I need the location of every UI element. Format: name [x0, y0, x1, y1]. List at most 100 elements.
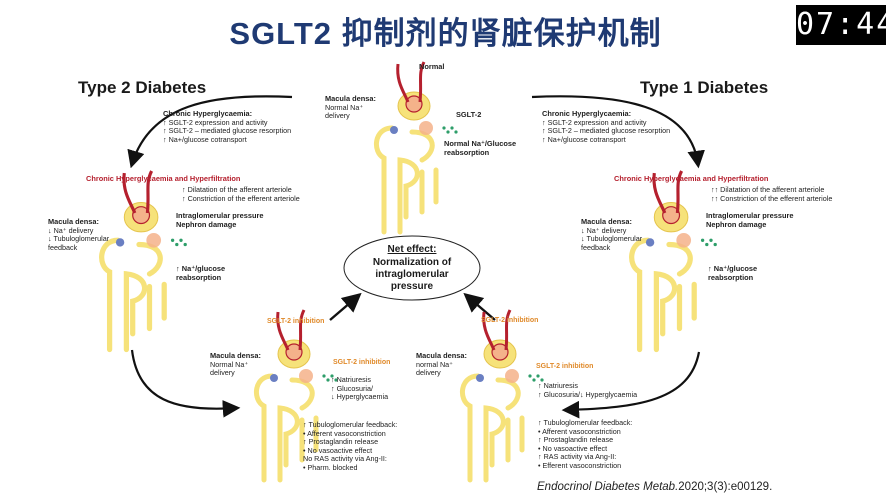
- left-chronic-block: Chronic Hyperglycaemia: ↑ SGLT-2 express…: [163, 109, 292, 145]
- br-effects-block: ↑ Natriuresis ↑ Glucosuria/↓ Hyperglycae…: [538, 381, 638, 399]
- bl-feedback-line: • Pharm. blocked: [303, 462, 358, 472]
- top-nephron-sglt-dot: [450, 126, 454, 130]
- right-chronic-line: ↑ SGLT-2 expression and activity: [542, 117, 647, 127]
- right-macula-line: feedback: [581, 242, 611, 252]
- bl-effect-line: ↑ Glucosuria/: [331, 383, 373, 393]
- t1-nephron-sglt-dot: [713, 242, 717, 247]
- br-nephron-sglt-dot: [540, 378, 544, 382]
- right-pressure-line: Nephron damage: [706, 219, 767, 229]
- bl-inhibition-top: SGLT-2 inhibition: [267, 318, 325, 325]
- left-hyper-line: ↑ Constriction of the efferent arteriole: [182, 193, 300, 203]
- br-inhibition-top: SGLT-2 inhibition: [481, 317, 539, 324]
- left-macula-line: ↓ Na⁺ delivery: [48, 225, 94, 235]
- top-nephron-sglt-dot: [454, 130, 458, 134]
- right-chronic-line: ↑ SGLT-2 – mediated glucose resorption: [542, 126, 671, 136]
- right-macula-block: Macula densa: ↓ Na⁺ delivery ↓ Tubuloglo…: [581, 217, 643, 253]
- br-macula-line: normal Na⁺: [416, 359, 453, 369]
- right-hyper-block: ↑↑ Dilatation of the afferent arteriole …: [711, 185, 833, 203]
- br-inhibition-side: SGLT-2 inhibition: [536, 363, 594, 370]
- top-macula-line: Normal Na⁺: [325, 102, 364, 112]
- net-effect-title: Net effect:: [387, 244, 437, 255]
- br-nephron-tubule: [460, 373, 506, 483]
- left-chronic-line: ↑ SGLT-2 – mediated glucose resorption: [163, 126, 292, 136]
- top-nephron-tubule-blob: [419, 121, 433, 135]
- t2-nephron-sglt-dot: [179, 238, 183, 242]
- br-nephron-tubule-blob: [505, 369, 519, 383]
- left-chronic-line: ↑ Na+/glucose cotransport: [163, 134, 247, 144]
- br-nephron-sglt-dot: [532, 378, 536, 382]
- br-feedback-line: • Efferent vasoconstriction: [538, 460, 622, 470]
- br-nephron-sglt-dot: [528, 374, 532, 378]
- t1-nephron-sglt-dot: [705, 242, 709, 247]
- normal-label: Normal: [419, 62, 445, 71]
- left-pressure-line: Intraglomerular pressure: [176, 211, 264, 220]
- right-hyper-title: Chronic Hyperglycaemia and Hyperfiltrati…: [614, 174, 769, 183]
- t2-nephron-glomerulus: [132, 206, 151, 225]
- bl-nephron-sglt-dot: [334, 378, 338, 382]
- bl-nephron-sglt-dot: [330, 374, 334, 378]
- left-hyper-line: ↑ Dilatation of the afferent arteriole: [182, 185, 292, 194]
- bl-feedback-line: ↑ Tubuloglomerular feedback:: [303, 420, 398, 429]
- right-macula-title: Macula densa:: [581, 217, 632, 226]
- bl-macula-line: Normal Na⁺: [210, 359, 249, 369]
- top-nephron-macula-densa: [390, 126, 398, 134]
- net-effect-ellipse: [343, 235, 481, 301]
- net-effect-box: Net effect: Normalization of intraglomer…: [342, 238, 482, 302]
- br-nephron-glomerulus: [491, 343, 509, 361]
- t2-nephron-tubule: [99, 237, 148, 353]
- net-effect-line: intraglomerular: [375, 269, 449, 280]
- t1-nephron-glomerulus: [662, 206, 681, 225]
- bl-macula-title: Macula densa:: [210, 351, 261, 360]
- br-feedback-line: • No vasoactive effect: [538, 443, 608, 453]
- br-feedback-line: ↑ Tubuloglomerular feedback:: [538, 418, 633, 427]
- right-hyper-line: ↑↑ Constriction of the efferent arteriol…: [711, 193, 833, 203]
- br-effect-line: ↑ Glucosuria/↓ Hyperglycaemia: [538, 389, 638, 399]
- arrow-to-net-right: [463, 292, 496, 321]
- br-feedback-line: ↑ RAS activity via Ang-II:: [538, 452, 617, 462]
- arrow-bottom-left-in: [130, 349, 241, 418]
- bl-feedback-line: • No vasoactive effect: [303, 445, 373, 455]
- br-feedback-line: • Afferent vasoconstriction: [538, 426, 621, 436]
- bl-nephron-tubule: [254, 373, 300, 483]
- bl-effects-block: ↑ Natriuresis ↑ Glucosuria/ ↓ Hyperglyca…: [331, 375, 388, 402]
- t2-nephron-sglt-dot: [170, 238, 175, 242]
- right-chronic-title: Chronic Hyperglycaemia:: [542, 109, 632, 118]
- bl-nephron-sglt-dot: [322, 374, 326, 378]
- right-macula-line: ↓ Tubuloglomerular: [581, 234, 643, 244]
- br-macula-title: Macula densa:: [416, 351, 467, 360]
- top-nephron-sglt-dot: [446, 130, 450, 134]
- bl-effect-line: ↑ Natriuresis: [331, 375, 371, 384]
- top-nephron-efferent-arteriole: [418, 61, 426, 103]
- left-chronic-line: ↑ SGLT-2 expression and activity: [163, 117, 268, 127]
- left-hyper-block: ↑ Dilatation of the afferent arteriole ↑…: [182, 185, 300, 203]
- t1-nephron-tubule-loop: [666, 241, 697, 332]
- br-nephron-macula-densa: [476, 374, 484, 382]
- bl-feedback-line: ↑ Prostaglandin release: [303, 437, 379, 447]
- bl-nephron-afferent-arteriole: [276, 311, 290, 351]
- arrow-to-net-left: [329, 292, 362, 321]
- t2-nephron-sglt-dot: [183, 242, 187, 247]
- bl-nephron-tubule-loop: [289, 377, 319, 463]
- br-feedback-line: ↑ Prostaglandin release: [538, 435, 614, 445]
- top-nephron-tubule: [374, 125, 420, 235]
- top-sglt2-label: SGLT-2: [456, 110, 482, 119]
- left-reabs-line: reabsorption: [176, 272, 222, 282]
- bl-nephron-macula-densa: [270, 374, 278, 382]
- right-reabs-line: ↑ Na⁺/glucose: [708, 264, 758, 273]
- right-pressure-block: Intraglomerular pressure Nephron damage: [706, 211, 794, 230]
- top-nephron-sglt-dot: [442, 126, 446, 130]
- bl-feedback-block: ↑ Tubuloglomerular feedback: • Afferent …: [303, 420, 398, 473]
- left-chronic-title: Chronic Hyperglycaemia:: [163, 109, 253, 118]
- left-macula-line: ↓ Tubuloglomerular: [48, 234, 110, 244]
- top-macula-block: Macula densa: Normal Na⁺ delivery: [325, 94, 376, 121]
- right-chronic-block: Chronic Hyperglycaemia: ↑ SGLT-2 express…: [542, 109, 671, 145]
- br-nephron-afferent-arteriole: [482, 311, 496, 351]
- t2-nephron-sglt-dot: [175, 242, 179, 247]
- top-nephron-tubule-loop: [409, 129, 439, 215]
- t2-nephron-macula-densa: [115, 238, 125, 247]
- top-macula-line: delivery: [325, 111, 350, 121]
- bl-macula-block: Macula densa: Normal Na⁺ delivery: [210, 351, 261, 378]
- t1-nephron-efferent-arteriole: [675, 170, 684, 214]
